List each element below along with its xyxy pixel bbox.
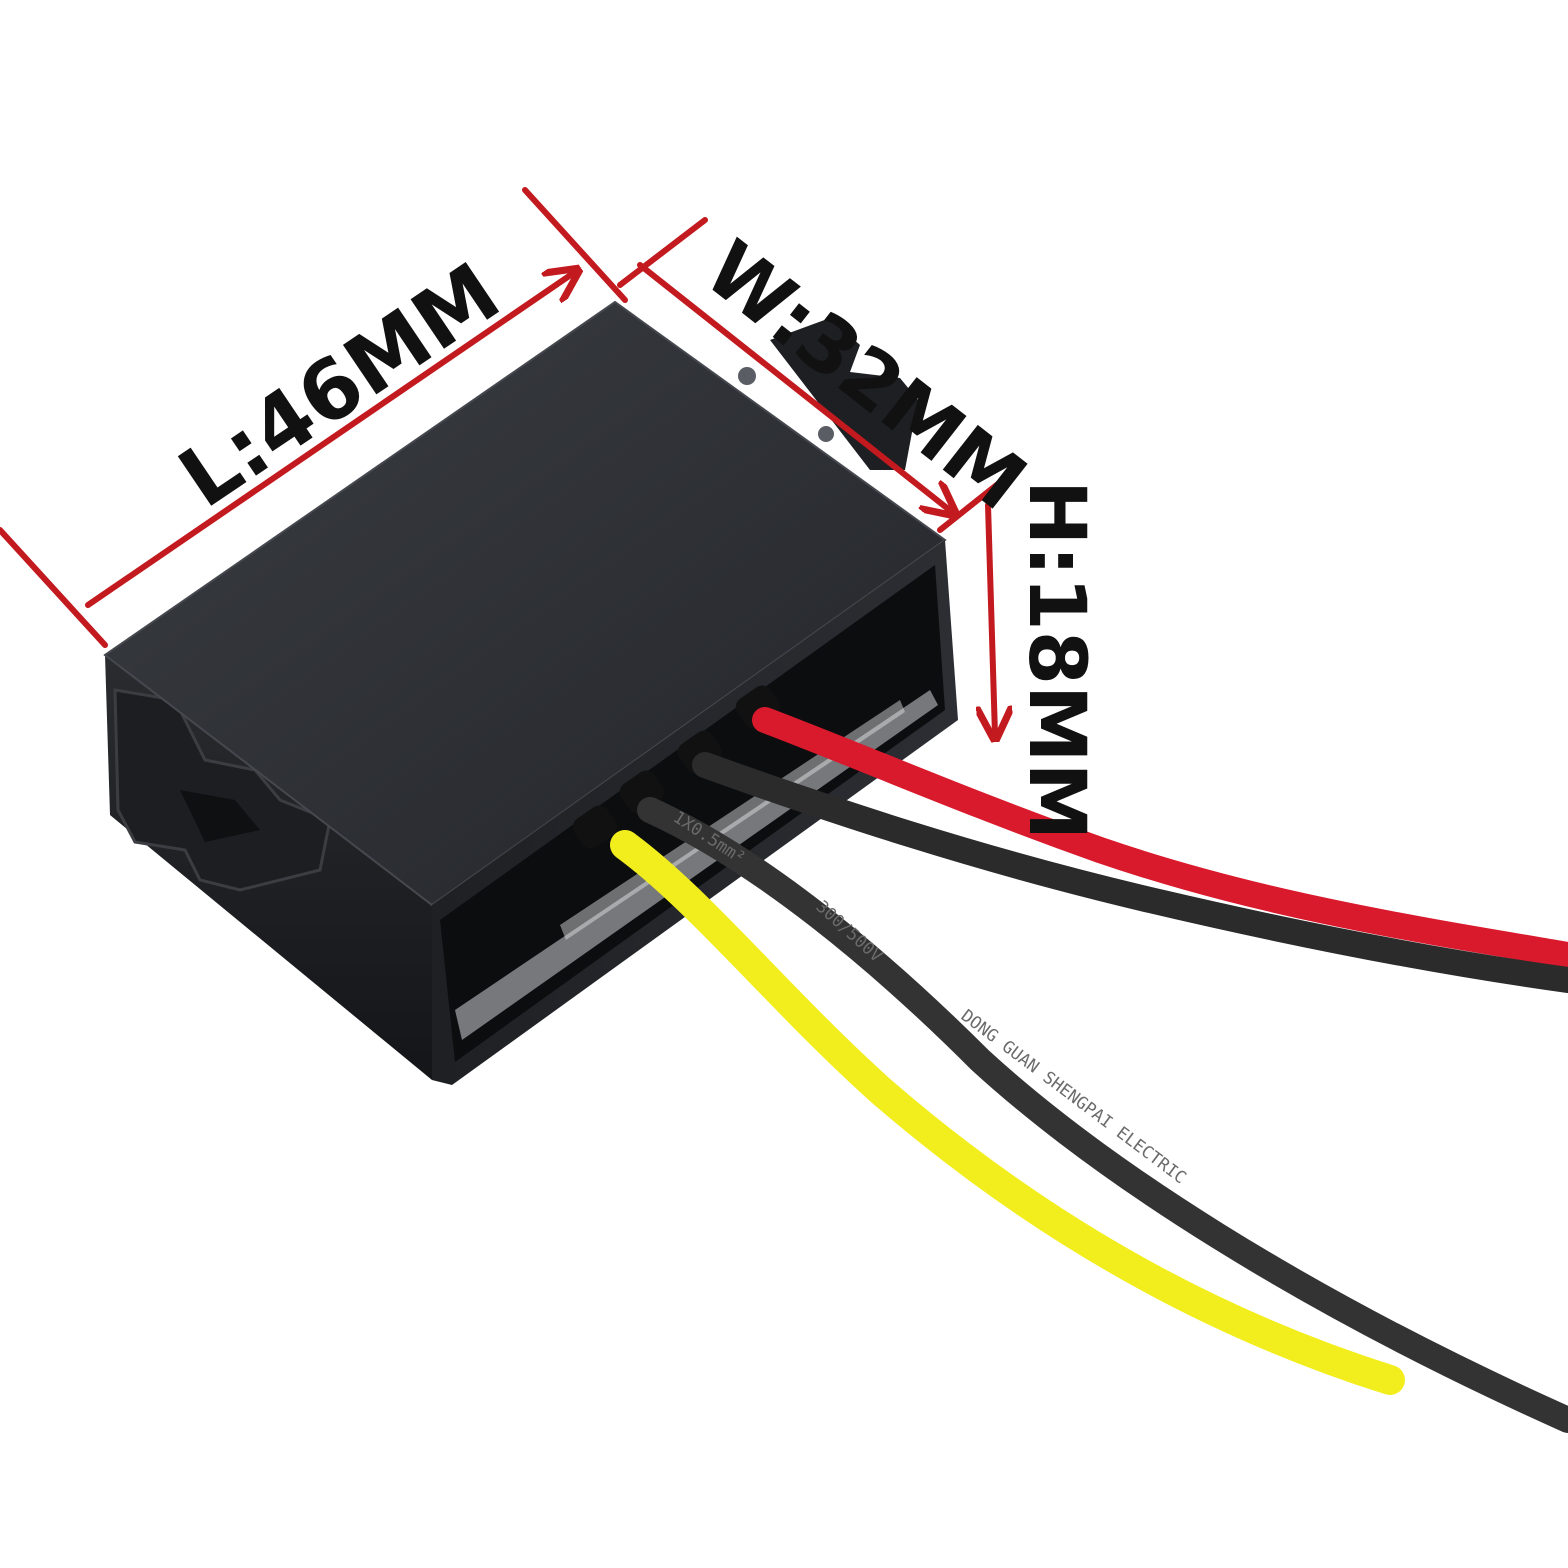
width-extension-line bbox=[617, 217, 708, 288]
width-dimension-arrow bbox=[637, 262, 952, 512]
wire-red bbox=[752, 707, 1568, 968]
height-dimension-arrow bbox=[988, 502, 995, 735]
potting-highlight bbox=[455, 690, 938, 1040]
screw-head bbox=[818, 426, 834, 442]
wire-black-lower bbox=[637, 797, 1568, 1433]
rear-mounting-ear bbox=[770, 318, 918, 470]
converter-module bbox=[103, 300, 958, 1085]
front-mounting-ear bbox=[113, 688, 332, 892]
wire-yellow bbox=[610, 830, 1405, 1395]
wire-black-upper bbox=[692, 752, 1568, 993]
mounting-slot bbox=[180, 790, 260, 842]
grommet bbox=[572, 805, 618, 849]
screw-head bbox=[738, 367, 756, 385]
wires bbox=[610, 707, 1568, 1433]
length-extension-line bbox=[0, 527, 108, 648]
dimension-annotations bbox=[0, 187, 1021, 735]
height-label: H:18MM bbox=[1011, 480, 1101, 840]
length-dimension-arrow bbox=[85, 272, 575, 608]
length-extension-line bbox=[522, 187, 628, 303]
